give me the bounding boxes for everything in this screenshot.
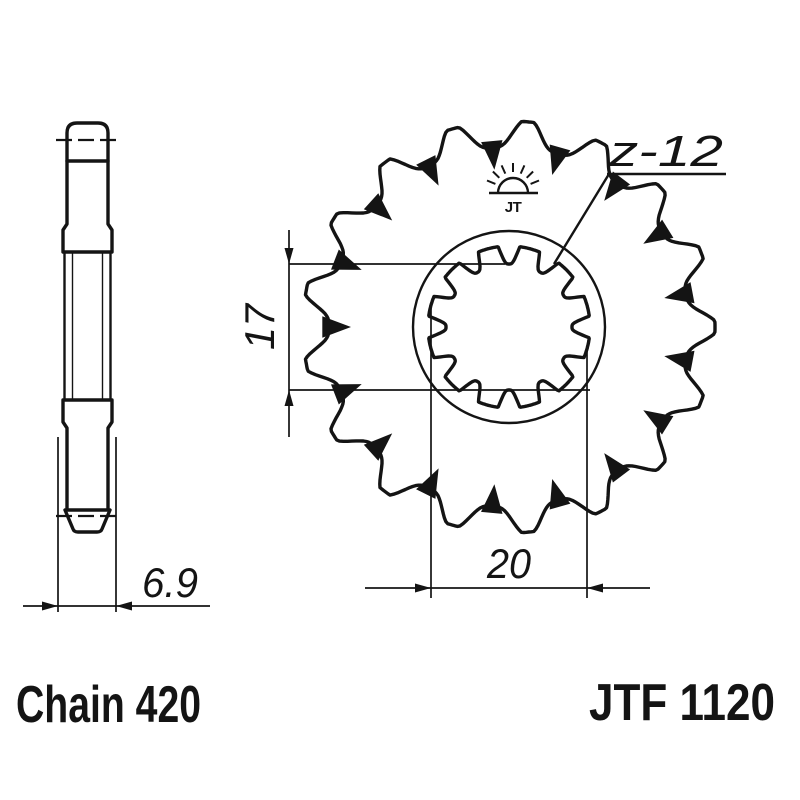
tooth-root-notch xyxy=(604,171,631,201)
dim-thickness: 6.9 xyxy=(23,437,210,612)
bore-reference-circle xyxy=(411,229,607,425)
tooth-root-notch xyxy=(549,479,571,510)
tooth-root-notch xyxy=(481,140,503,170)
sun-rays xyxy=(486,163,540,185)
dim-thickness-label: 6.9 xyxy=(142,559,198,606)
sprocket-outer-teeth-outline xyxy=(303,119,717,535)
teeth-count-callout: z-12 xyxy=(552,127,726,265)
side-upper-hub-hatched xyxy=(61,159,114,254)
side-lower-hub-hatched xyxy=(61,398,114,512)
tooth-root-notch xyxy=(331,249,362,270)
tooth-root-notch xyxy=(604,453,631,483)
tooth-root-notch xyxy=(643,219,674,244)
part-number-label: JTF 1120 xyxy=(589,674,775,732)
dimension-arrowheads xyxy=(42,248,603,611)
leader-diagonal xyxy=(552,173,611,265)
teeth-count-label: z-12 xyxy=(608,127,723,176)
dimension-arrowhead xyxy=(415,583,431,593)
sun-ray xyxy=(519,164,526,175)
sun-ray xyxy=(492,170,501,179)
tooth-root-notch xyxy=(363,433,393,461)
chain-size-label: Chain 420 xyxy=(16,676,201,734)
sun-ray xyxy=(500,164,507,175)
dim-spline-major: 20 xyxy=(365,540,650,589)
sun-ray xyxy=(525,170,534,179)
tooth-root-notch xyxy=(331,384,362,405)
dim-spline-minor: 17 xyxy=(236,230,290,437)
side-top-tooth-cap xyxy=(65,121,110,163)
jt-sun-logo: JT xyxy=(486,163,540,216)
tooth-root-notch xyxy=(363,193,393,221)
tooth-root-notch xyxy=(664,282,695,304)
side-view-sprocket xyxy=(56,121,118,534)
sun-ray xyxy=(530,179,540,185)
front-view-sprocket: 17 20 z-12 JT xyxy=(236,119,726,598)
side-bottom-tooth-cap xyxy=(63,508,112,534)
tooth-root-notch xyxy=(664,350,695,372)
dimension-arrowhead xyxy=(116,601,132,611)
sun-semicircle xyxy=(496,176,530,194)
tooth-root-notch xyxy=(322,316,351,338)
tooth-root-notch xyxy=(481,484,503,514)
tooth-root-notch xyxy=(643,410,674,435)
jt-logo-text: JT xyxy=(505,199,522,216)
dim-spline-minor-label: 17 xyxy=(236,302,283,350)
dimension-arrowhead xyxy=(284,390,294,406)
dim-spline-major-label: 20 xyxy=(486,540,532,587)
dimension-arrowhead xyxy=(284,248,294,264)
tooth-root-notch xyxy=(416,155,439,186)
dimension-arrowhead xyxy=(587,583,603,593)
sun-ray xyxy=(486,179,496,185)
spline-bore-outline xyxy=(427,245,591,409)
tooth-root-notches xyxy=(322,140,695,514)
tooth-root-notch xyxy=(416,468,439,499)
tooth-root-notch xyxy=(549,144,571,175)
dimension-arrowhead xyxy=(42,601,58,611)
